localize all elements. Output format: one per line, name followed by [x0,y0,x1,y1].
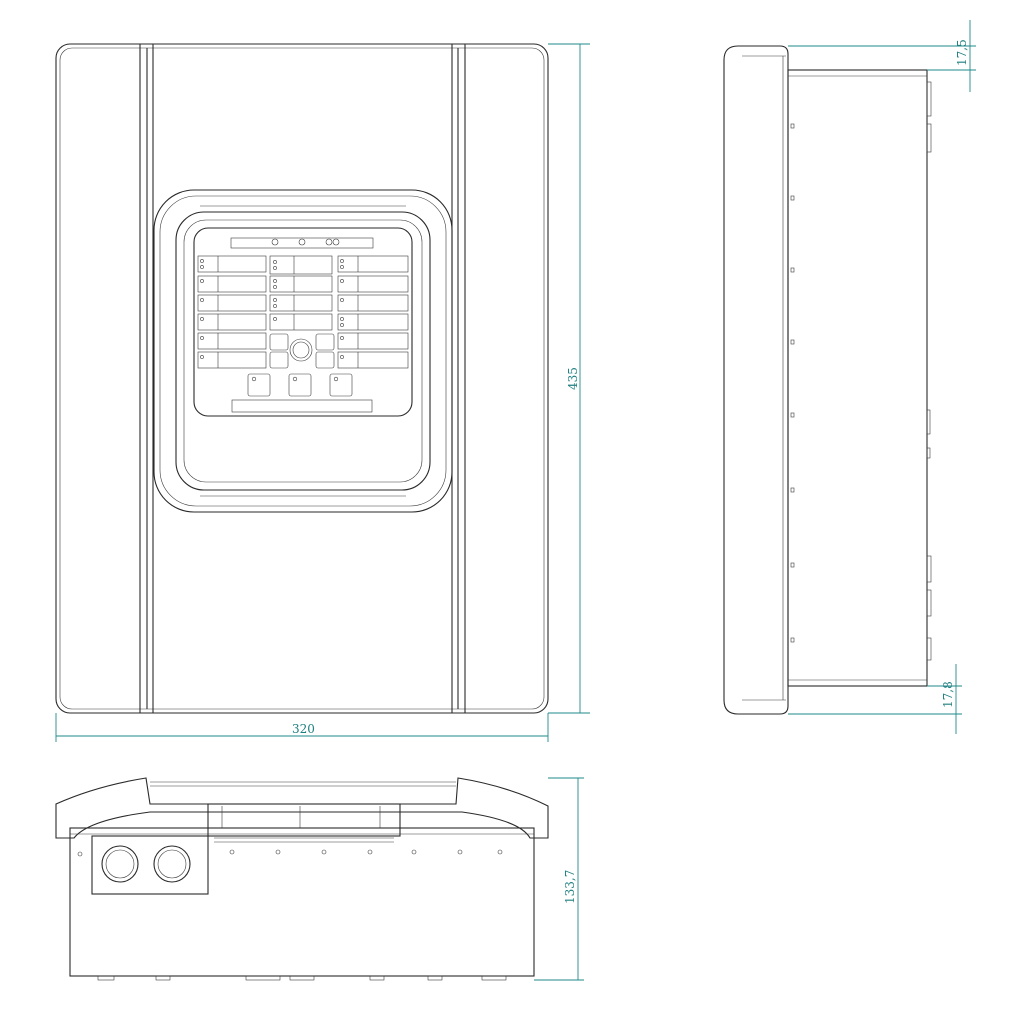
bracket [207,803,401,837]
function-keys [231,373,373,413]
side-view [723,45,932,715]
nav-button [269,333,289,351]
key-switch-ring [292,341,310,359]
cable-entry-icon [153,845,191,883]
zone-column-right [337,255,409,369]
zone-button [337,351,409,369]
function-key [329,373,353,397]
function-key [288,373,312,397]
indicator-strip [230,237,374,249]
side-dimensions: 17,5 17,8 [788,20,976,734]
window-outer [153,189,453,513]
nav-button [315,351,335,369]
control-panel [193,227,413,417]
zone-leds [200,259,344,359]
zone-button [269,313,333,331]
zone-button [197,351,267,369]
window-inner [183,219,423,483]
side-screws [790,123,795,643]
zone-button [269,294,333,312]
height-dimension: 435 [566,367,580,390]
zone-button [197,332,267,350]
bottom-body [69,827,535,977]
led-icon [271,238,279,246]
zone-button [269,255,333,275]
window-rails [200,205,406,497]
led-icon [332,238,340,246]
zone-column-middle [269,255,335,369]
nav-button [269,351,289,369]
side-cover [723,45,789,715]
label-strip [231,399,373,413]
nav-button [315,333,335,351]
bottom-cover-profile [55,777,549,839]
function-key [247,373,271,397]
bottom-dimensions: 133,7 [534,777,584,981]
width-dimension: 320 [292,722,315,736]
zone-button [197,313,267,331]
gland-plate [91,835,209,895]
front-dimensions: 320 435 [55,43,590,742]
led-icon [325,238,333,246]
bottom-holes [77,849,503,857]
zone-button [197,255,267,273]
zone-button [337,255,409,273]
zone-button [337,332,409,350]
zone-button [197,275,267,293]
key-switch-icon [289,338,313,362]
panel-face [193,227,413,417]
side-tabs [926,81,932,661]
bottom-view [55,777,549,981]
front-outline [55,43,549,714]
front-inner-outline [59,47,545,710]
front-view [55,43,549,714]
zone-button [337,313,409,331]
cable-entry-icon [101,845,139,883]
window-mid [175,211,431,491]
led-icon [298,238,306,246]
window-outer-2 [159,195,447,507]
bottom-offset-dimension: 17,8 [941,681,955,708]
display-window [153,189,453,513]
zone-column-left [197,255,267,369]
zone-button [337,294,409,312]
feet [97,975,507,981]
side-body [787,69,928,687]
zone-button [337,275,409,293]
zone-button [197,294,267,312]
depth-dimension: 133,7 [563,870,577,904]
top-offset-dimension: 17,5 [955,39,969,66]
zone-button [269,275,333,293]
